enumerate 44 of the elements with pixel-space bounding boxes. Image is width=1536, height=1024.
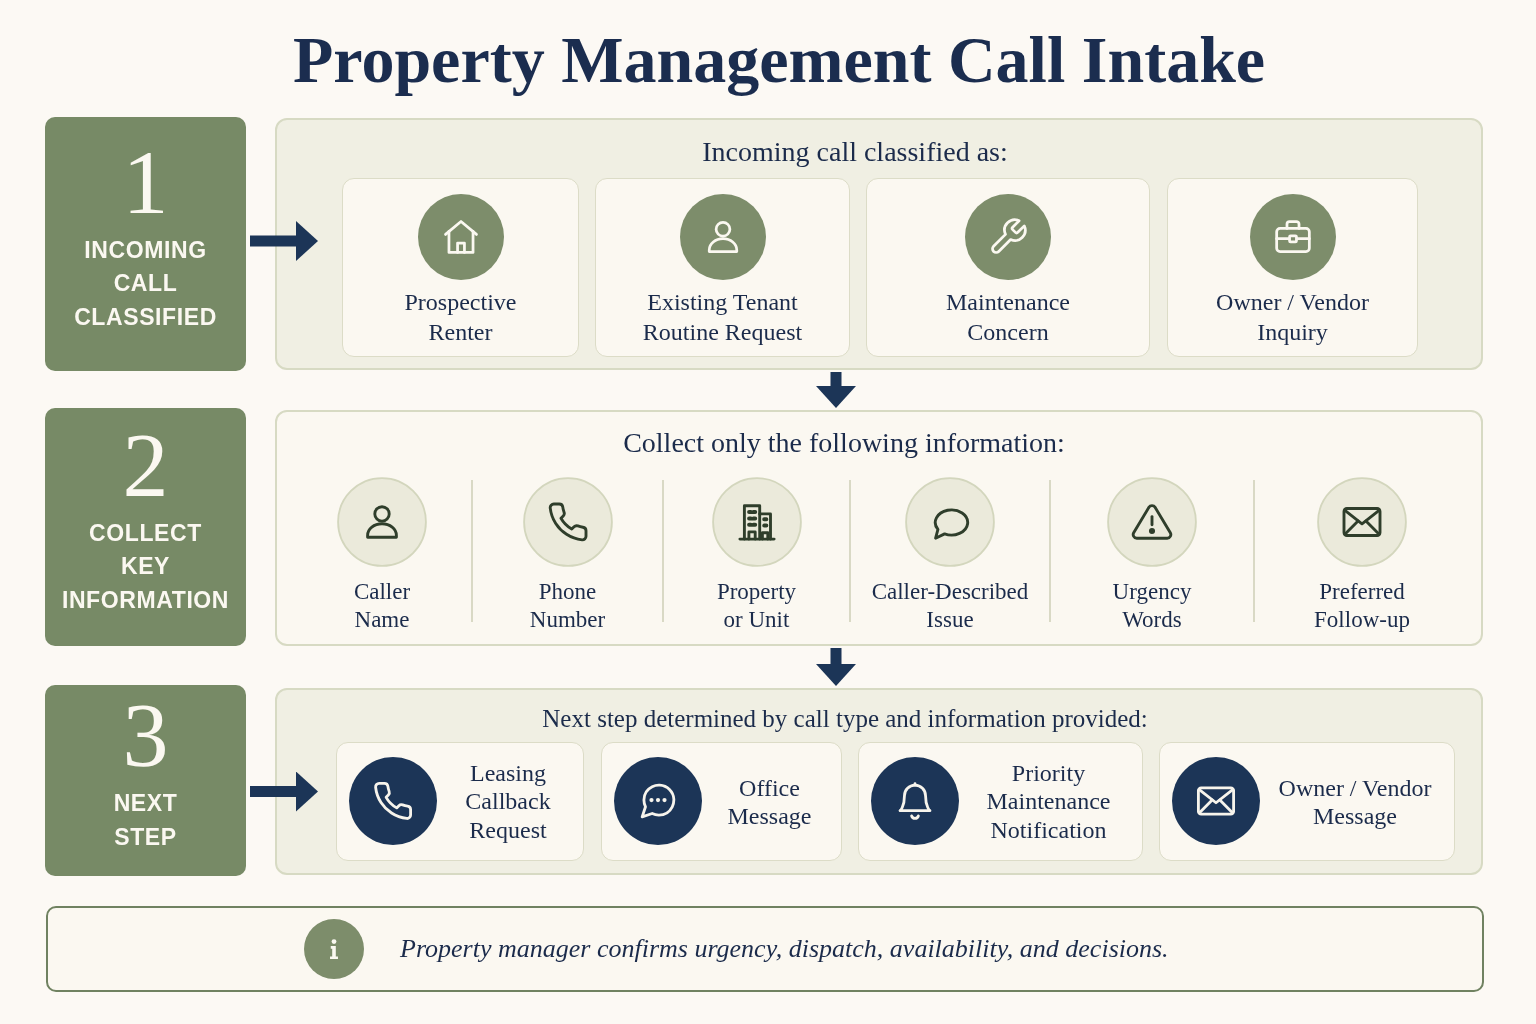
step-label: INCOMING CALL CLASSIFIED <box>73 235 218 332</box>
field-label: Preferred Follow-up <box>1313 578 1411 634</box>
step-label: COLLECT KEY INFORMATION <box>60 518 231 615</box>
panel-heading: Next step determined by call type and information provided: <box>542 704 1148 734</box>
step-panel <box>275 118 1483 370</box>
field-label: Urgency Words <box>1111 578 1193 634</box>
arrow <box>816 372 856 408</box>
arrow <box>250 221 318 261</box>
step-number: 1 <box>122 139 169 224</box>
step-badge <box>45 685 246 876</box>
field-label: Caller Name <box>352 578 412 634</box>
action-label: Owner / Vendor Message <box>1277 773 1433 830</box>
step-panel <box>275 410 1483 646</box>
step-badge <box>45 117 246 371</box>
field-label: Caller-Described Issue <box>870 578 1030 634</box>
card-label: Owner / Vendor Inquiry <box>1215 288 1370 347</box>
field-label: Property or Unit <box>715 578 798 634</box>
arrow <box>250 771 318 812</box>
card-label: Prospective Renter <box>403 288 518 347</box>
step-panel <box>275 688 1483 875</box>
action-card <box>1159 742 1455 861</box>
action-card <box>336 742 584 861</box>
card-label: Existing Tenant Routine Request <box>641 288 804 347</box>
category-card <box>1167 178 1418 357</box>
category-card <box>342 178 579 357</box>
step-label: NEXT STEP <box>112 789 179 852</box>
field-label: Phone Number <box>528 578 607 634</box>
diagram-title: Property Management Call Intake <box>293 22 1266 98</box>
category-card <box>866 178 1150 357</box>
step-badge <box>45 408 246 646</box>
card-label: Maintenance Concern <box>945 288 1071 347</box>
action-card <box>601 742 842 861</box>
action-label: Office Message <box>726 773 813 830</box>
note-box <box>46 906 1484 992</box>
note-text: Property manager confirms urgency, dispatch, availability, and decisions. <box>400 933 1169 965</box>
category-card <box>595 178 850 357</box>
step-number: 2 <box>122 422 169 507</box>
step-number: 3 <box>122 693 169 777</box>
arrow <box>816 648 856 686</box>
panel-heading: Incoming call classified as: <box>702 135 1008 169</box>
action-card <box>858 742 1143 861</box>
panel-heading: Collect only the following information: <box>623 426 1065 460</box>
action-label: Priority Maintenance Notification <box>985 758 1112 845</box>
action-label: Leasing Callback Request <box>464 758 552 845</box>
